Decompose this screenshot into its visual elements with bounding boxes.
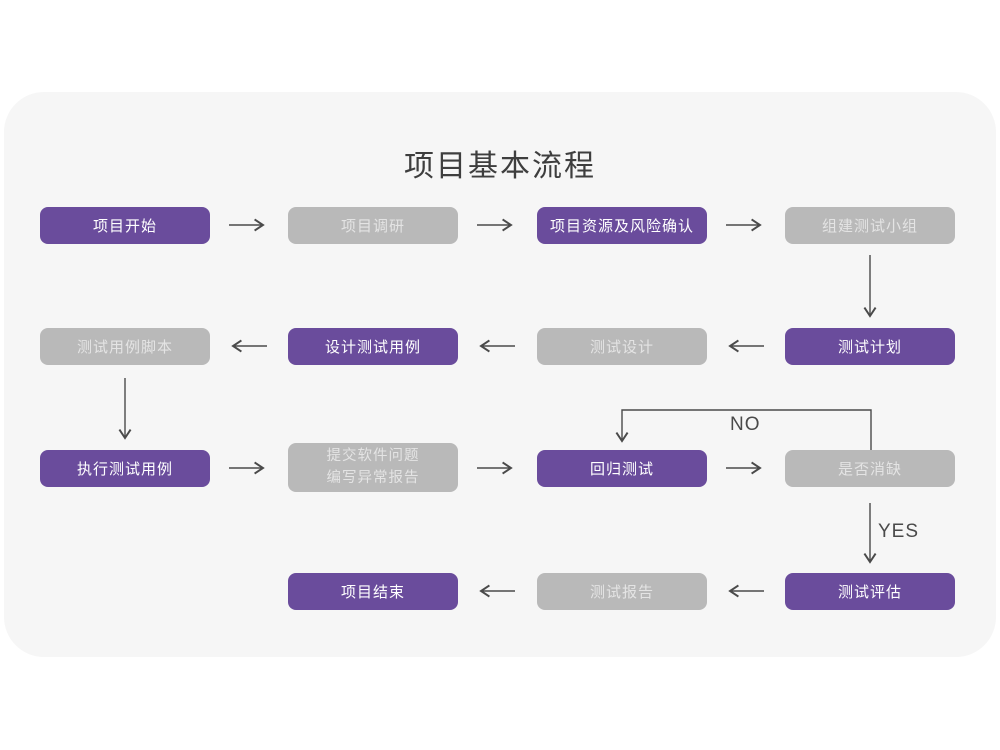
- node-submit-issue-report: 提交软件问题 编写异常报告: [288, 443, 458, 492]
- node-label: 测试设计: [589, 339, 654, 356]
- node-design-test-case: 设计测试用例: [288, 328, 458, 365]
- node-test-design: 测试设计: [537, 328, 707, 365]
- node-label: 项目调研: [340, 218, 405, 235]
- node-label: 项目资源及风险确认: [549, 218, 694, 235]
- node-resources-risk-confirm: 项目资源及风险确认: [537, 207, 707, 244]
- node-label: 项目结束: [340, 584, 405, 601]
- flowchart-card: [4, 92, 996, 657]
- node-label: 测试评估: [837, 584, 902, 601]
- node-build-test-team: 组建测试小组: [785, 207, 955, 244]
- branch-label-no: NO: [730, 414, 761, 435]
- node-defect-cleared-check: 是否消缺: [785, 450, 955, 487]
- node-test-plan: 测试计划: [785, 328, 955, 365]
- node-test-evaluate: 测试评估: [785, 573, 955, 610]
- branch-label-yes: YES: [878, 521, 920, 542]
- node-label: 组建测试小组: [821, 218, 918, 235]
- node-project-research: 项目调研: [288, 207, 458, 244]
- node-test-report: 测试报告: [537, 573, 707, 610]
- node-regression-test: 回归测试: [537, 450, 707, 487]
- node-label-line1: 提交软件问题: [326, 448, 420, 465]
- node-test-case-script: 测试用例脚本: [40, 328, 210, 365]
- node-label: 测试用例脚本: [76, 339, 173, 356]
- node-label: 是否消缺: [837, 461, 902, 478]
- node-label: 测试计划: [837, 339, 902, 356]
- node-label-line2: 编写异常报告: [326, 469, 420, 486]
- page-title: 项目基本流程: [404, 150, 596, 183]
- node-label: 项目开始: [92, 218, 157, 235]
- node-label: 执行测试用例: [76, 461, 173, 478]
- node-execute-test-case: 执行测试用例: [40, 450, 210, 487]
- node-label: 测试报告: [589, 584, 654, 601]
- node-label: 设计测试用例: [324, 339, 421, 356]
- node-project-end: 项目结束: [288, 573, 458, 610]
- node-label: 回归测试: [589, 461, 654, 478]
- node-project-start: 项目开始: [40, 207, 210, 244]
